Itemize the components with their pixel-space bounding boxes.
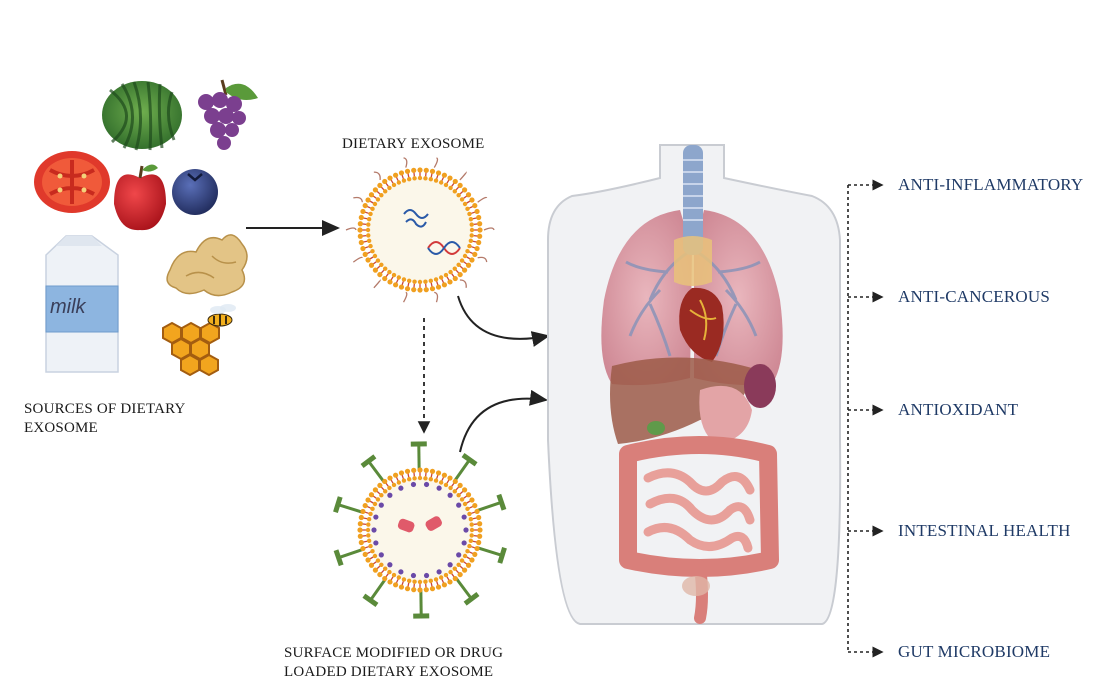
apple-icon xyxy=(114,164,166,230)
benefit-connectors xyxy=(848,185,882,652)
milk-carton-label: milk xyxy=(50,296,86,319)
watermelon-icon xyxy=(102,81,182,150)
benefit-antioxidant: ANTIOXIDANT xyxy=(898,400,1018,420)
tomato-icon xyxy=(34,151,110,213)
benefit-anti-cancerous: ANTI-CANCEROUS xyxy=(898,287,1050,307)
modified-to-body-arrow xyxy=(460,399,546,452)
ginger-icon xyxy=(167,235,247,296)
honeycomb-icon xyxy=(163,323,219,375)
modified-exosome-label: SURFACE MODIFIED OR DRUG LOADED DIETARY … xyxy=(284,644,503,682)
exosome-to-body-arrow xyxy=(458,296,548,339)
bee-icon xyxy=(208,304,236,326)
sources-label-line2: EXOSOME xyxy=(24,419,186,438)
benefit-intestinal-health: INTESTINAL HEALTH xyxy=(898,521,1071,541)
sources-label: SOURCES OF DIETARY EXOSOME xyxy=(24,400,186,438)
blueberry-icon xyxy=(172,169,218,215)
benefit-gut-microbiome: GUT MICROBIOME xyxy=(898,642,1050,662)
dietary-exosome-label: DIETARY EXOSOME xyxy=(342,135,485,154)
modified-exosome-icon xyxy=(335,444,504,616)
modified-exosome-label-line1: SURFACE MODIFIED OR DRUG xyxy=(284,644,503,663)
modified-exosome-label-line2: LOADED DIETARY EXOSOME xyxy=(284,663,503,682)
exosome-icon xyxy=(346,158,494,302)
sources-label-line1: SOURCES OF DIETARY xyxy=(24,400,186,419)
benefit-anti-inflammatory: ANTI-INFLAMMATORY xyxy=(898,175,1083,195)
human-torso-icon xyxy=(548,145,840,624)
grapes-icon xyxy=(198,80,258,150)
